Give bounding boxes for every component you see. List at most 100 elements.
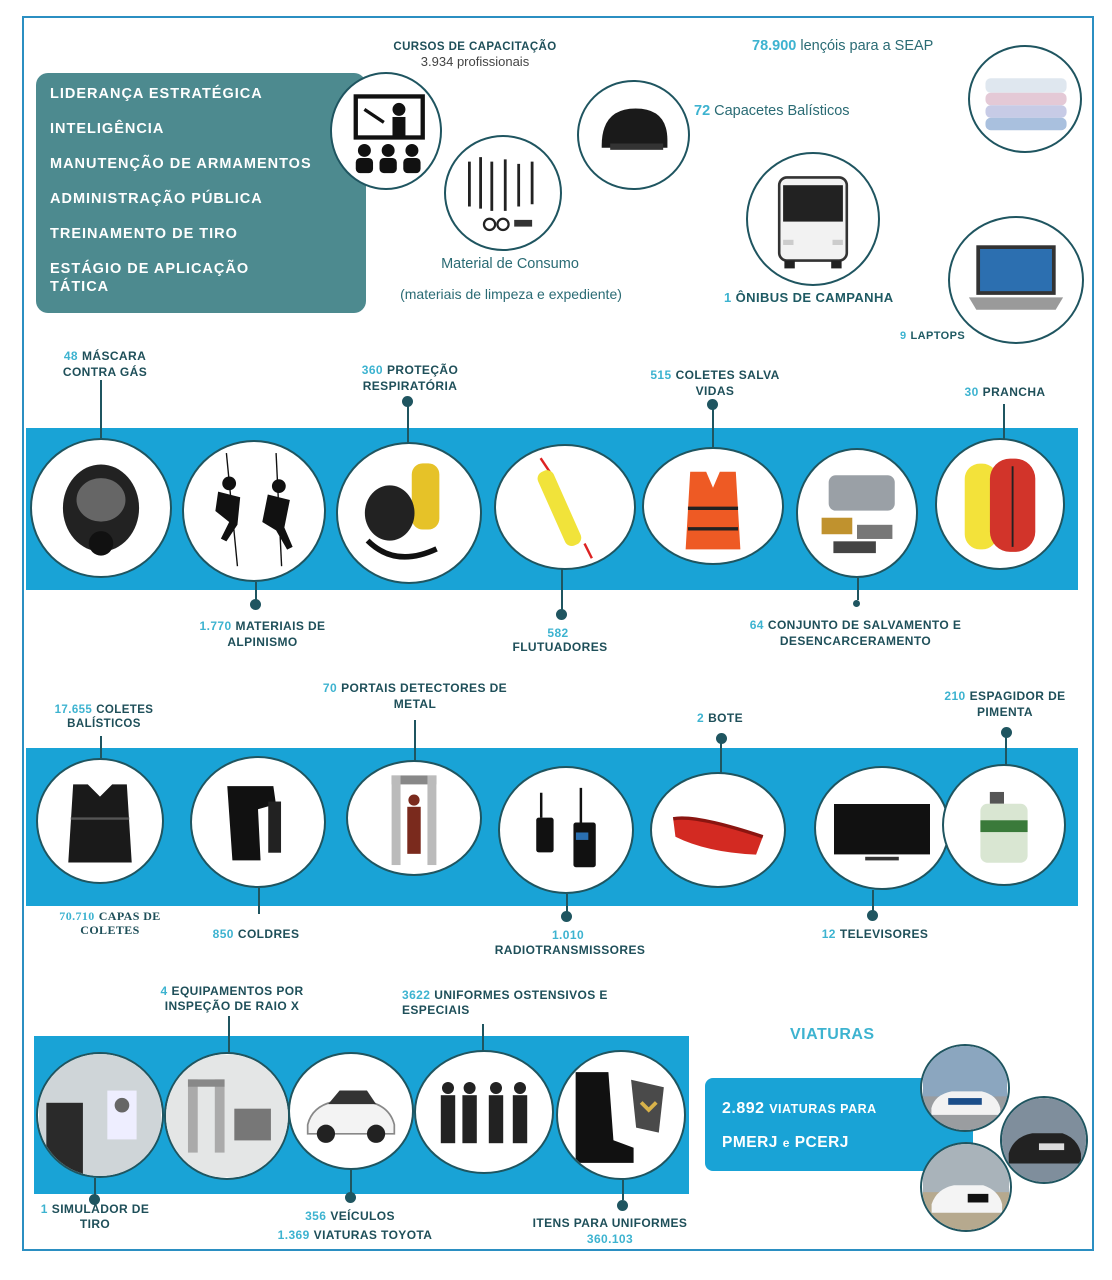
pin [482,1024,484,1054]
respirator-icon [336,442,482,584]
pin [100,380,102,438]
boat-icon [650,772,786,888]
pin [94,1178,96,1196]
uniforms-icon [414,1050,554,1174]
climbers-icon [182,440,326,582]
training-icon [330,72,442,190]
course-item: ESTÁGIO DE APLICAÇÃO TÁTICA [50,261,250,295]
course-item: MANUTENÇÃO DE ARMAMENTOS [50,156,312,172]
pin [1005,733,1007,767]
pin [350,1170,352,1194]
rescue-kit-icon [796,448,918,578]
police-car-icon [920,1044,1010,1132]
laptop-icon [948,216,1084,344]
pin [228,1016,230,1056]
bus-icon [746,152,880,286]
bodyboard-icon [935,438,1065,570]
courses-subtitle: 3.934 profissionais [420,54,530,69]
viaturas-title: VIATURAS [790,1026,875,1043]
pepper-grenade-icon [942,764,1066,886]
consumables-subtitle: (materiais de limpeza e expediente) [400,286,622,302]
pin-dot [345,1192,356,1203]
xray-icon [164,1052,290,1180]
tv-icon [814,766,950,890]
boots-icon [556,1050,686,1180]
gas-mask-icon [30,438,172,578]
pin-dot [617,1200,628,1211]
pin [100,736,102,762]
police-car-icon [920,1142,1012,1232]
metal-detector-icon [346,760,482,876]
infographic-frame [22,16,1094,1251]
pin-dot [556,609,567,620]
consumables-icon [444,135,562,251]
course-item: INTELIGÊNCIA [50,121,165,137]
pin [622,1180,624,1200]
pin [561,568,563,612]
float-icon [494,444,636,570]
uniform-items-label: ITENS PARA UNIFORMES [532,1216,688,1230]
life-vest-icon [642,447,784,565]
pin [258,888,260,914]
courses-title: CURSOS DE CAPACITAÇÃO [393,41,557,53]
pin-dot [707,399,718,410]
pin [255,582,257,604]
course-item: ADMINISTRAÇÃO PÚBLICA [50,191,263,207]
pin [566,894,568,912]
course-item: TREINAMENTO DE TIRO [50,226,238,242]
pin [720,740,722,774]
helmet-icon [577,80,690,190]
uniform-items-count: 360.103 [586,1232,634,1246]
courses-list-box: LIDERANÇA ESTRATÉGICA INTELIGÊNCIA MANUT… [36,73,366,313]
pin-dot [561,911,572,922]
pin-dot [89,1194,100,1205]
pin [857,578,859,600]
pin-dot [853,600,860,607]
viaturas-line1: 2.892 VIATURAS PARA [722,1100,877,1117]
viaturas-line2: PMERJ e PCERJ [722,1134,849,1151]
radio-icon [498,766,634,894]
ballistic-vest-icon [36,758,164,884]
pin [1003,404,1005,440]
holster-icon [190,756,326,888]
sheets-icon [968,45,1082,153]
pin [872,890,874,914]
pin-dot [716,733,727,744]
course-item: LIDERANÇA ESTRATÉGICA [50,86,263,102]
pin-dot [402,396,413,407]
pin-dot [250,599,261,610]
pin [414,720,416,762]
pin-dot [1001,727,1012,738]
car-icon [288,1052,414,1170]
pin-dot [867,910,878,921]
consumables-title: Material de Consumo [441,256,579,272]
pin [407,402,409,444]
pin [712,405,714,447]
police-car-icon [1000,1096,1088,1184]
shooting-sim-icon [36,1052,164,1178]
